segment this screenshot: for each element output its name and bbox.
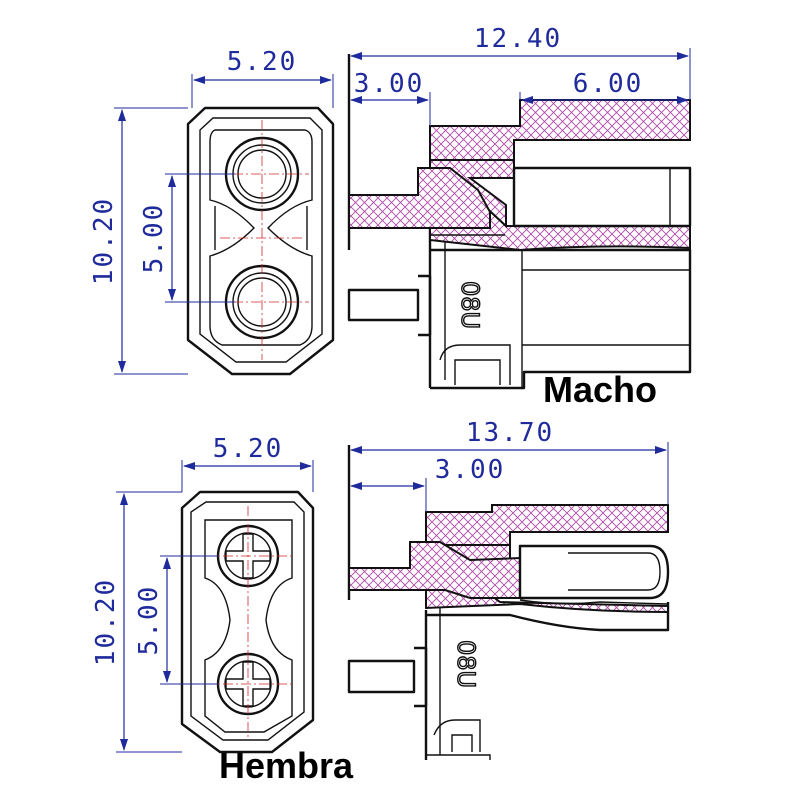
female-pin-spacing-label: 5.00	[134, 585, 164, 656]
female-front-height-dimension: 10.20	[91, 491, 182, 753]
male-front-height-dimension: 10.20	[89, 107, 188, 375]
female-side-view: 08U	[347, 445, 670, 760]
female-total-length-label: 13.70	[466, 418, 554, 448]
female-total-length-dimension: 13.70	[350, 418, 669, 505]
female-engraving: 08U	[451, 639, 480, 689]
female-pin-length-dimension: 3.00	[350, 455, 506, 512]
female-front-width-label: 5.20	[213, 434, 284, 464]
female-pin-length-label: 3.00	[435, 455, 506, 485]
female-front-height-label: 10.20	[91, 578, 121, 666]
male-caption: Macho	[543, 369, 657, 410]
male-total-length-label: 12.40	[474, 24, 562, 54]
male-front-view	[186, 106, 335, 376]
male-total-length-dimension: 12.40	[350, 24, 691, 100]
male-engraving-text: 08U	[456, 281, 484, 329]
male-front-width-label: 5.20	[227, 47, 298, 77]
male-pin-length-dimension: 3.00	[350, 69, 431, 126]
female-front-width-dimension: 5.20	[181, 434, 314, 492]
male-front-height-label: 10.20	[89, 197, 119, 285]
female-caption: Hembra	[219, 745, 354, 786]
male-pin-spacing-label: 5.00	[139, 203, 169, 274]
male-side-view: 08U	[347, 54, 692, 390]
male-contact-length-dimension: 6.00	[519, 69, 689, 104]
female-front-view	[180, 490, 315, 754]
male-contact-length-label: 6.00	[573, 69, 644, 99]
male-pin-length-label: 3.00	[354, 69, 425, 99]
female-engraving-text: 08U	[452, 640, 480, 688]
male-front-width-dimension: 5.20	[191, 47, 334, 108]
male-pin-spacing-dimension: 5.00	[139, 173, 235, 303]
female-pin-spacing-dimension: 5.00	[134, 555, 218, 685]
male-engraving: 08U	[455, 280, 484, 330]
